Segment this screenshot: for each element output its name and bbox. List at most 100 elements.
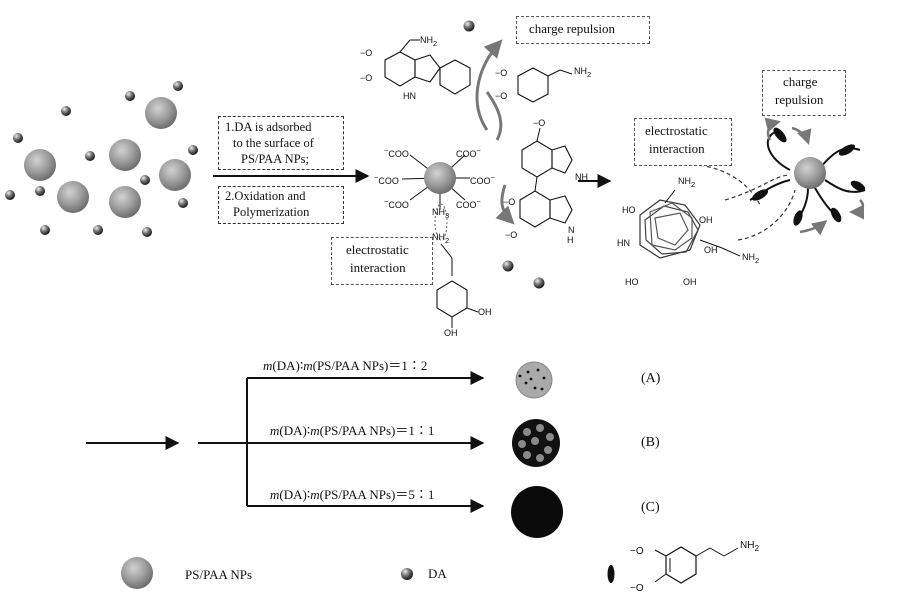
nh2-label: NH2 bbox=[574, 66, 592, 79]
nh2-label: NH2 bbox=[432, 232, 450, 245]
step1-line-1: 1.DA is adsorbed bbox=[225, 120, 312, 134]
coo-label: COO− bbox=[470, 173, 495, 186]
tag-c: (C) bbox=[641, 500, 660, 515]
nh-label: NH bbox=[575, 172, 588, 182]
tag-b: (B) bbox=[641, 435, 660, 450]
da-molecule bbox=[533, 277, 545, 289]
repulsion-arrow-up bbox=[475, 39, 503, 131]
coo-label: COO− bbox=[456, 146, 481, 159]
indole-dimer-structure bbox=[519, 127, 573, 228]
hn-label: HN bbox=[617, 238, 630, 248]
product-c bbox=[511, 486, 563, 538]
da-molecule bbox=[188, 145, 198, 155]
nh2-label: NH2 bbox=[678, 176, 696, 189]
ho-label: HO bbox=[625, 277, 639, 287]
interaction-line bbox=[737, 189, 796, 241]
da-molecule bbox=[35, 186, 45, 196]
o-minus-label: −O bbox=[360, 73, 373, 83]
legend-o-minus: −O bbox=[630, 546, 644, 557]
ps-paa-np bbox=[57, 181, 89, 213]
charge-repulsion-right-line-1: charge bbox=[783, 74, 818, 89]
ps-paa-np-coated bbox=[794, 157, 826, 189]
step1-box: 1.DA is adsorbed to the surface of PS/PA… bbox=[218, 116, 344, 170]
legend-np-icon bbox=[121, 557, 153, 589]
interaction-line bbox=[724, 174, 791, 201]
ps-paa-np bbox=[159, 159, 191, 191]
coo-label: −COO bbox=[384, 146, 409, 159]
repulsion-arrow-curve bbox=[485, 91, 503, 141]
charge-repulsion-box-top: charge repulsion bbox=[516, 16, 650, 44]
electrostatic-left-line-2: interaction bbox=[350, 260, 406, 275]
tag-a: (A) bbox=[641, 371, 661, 386]
oh-label: OH bbox=[478, 307, 492, 317]
da-molecule bbox=[13, 133, 23, 143]
oh-label: OH bbox=[699, 215, 713, 225]
indole-structure-top bbox=[384, 39, 471, 95]
coo-label: −COO bbox=[384, 197, 409, 210]
legend-nh2: NH2 bbox=[740, 540, 760, 553]
da-molecule bbox=[463, 20, 475, 32]
catechol-structure-top-right bbox=[517, 67, 573, 103]
n-label: N bbox=[568, 225, 575, 235]
o-minus-label: −O bbox=[360, 48, 373, 58]
product-a bbox=[515, 361, 553, 399]
oh-label: OH bbox=[704, 245, 718, 255]
ps-paa-np bbox=[109, 186, 141, 218]
ps-paa-np bbox=[145, 97, 177, 129]
oh-label: OH bbox=[444, 328, 458, 338]
charge-repulsion-right-line-2: repulsion bbox=[775, 92, 824, 107]
da-molecule bbox=[502, 260, 514, 272]
o-minus-label: −O bbox=[495, 91, 508, 101]
benzene-ring bbox=[436, 280, 468, 318]
da-molecule bbox=[93, 225, 103, 235]
electrostatic-ellipse bbox=[434, 203, 448, 241]
electrostatic-box-right: electrostatic interaction bbox=[634, 118, 732, 166]
nh2-label: NH2 bbox=[742, 252, 760, 265]
oh-label: OH bbox=[683, 277, 697, 287]
hn-label: HN bbox=[403, 91, 416, 101]
ps-paa-np-center bbox=[424, 162, 456, 194]
da-molecule bbox=[142, 227, 152, 237]
ratio-label-a: m(DA)∶m(PS/PAA NPs)＝1∶2 bbox=[263, 358, 428, 373]
nh3-label: NH3 bbox=[432, 207, 450, 220]
electrostatic-box-left: electrostatic interaction bbox=[331, 237, 433, 285]
np-with-pda-chains bbox=[749, 117, 866, 236]
charge-repulsion-text-top: charge repulsion bbox=[529, 21, 616, 36]
legend-dopamine-structure bbox=[654, 546, 739, 584]
o-minus-label: −O bbox=[505, 230, 518, 240]
coo-label: COO− bbox=[456, 197, 481, 210]
legend-pda-icon bbox=[607, 565, 615, 583]
step1-line-2: to the surface of bbox=[233, 136, 314, 150]
legend-da-label: DA bbox=[428, 566, 447, 581]
electrostatic-right-line-1: electrostatic bbox=[645, 123, 708, 138]
charge-repulsion-box-right: charge repulsion bbox=[762, 70, 846, 116]
da-molecule bbox=[40, 225, 50, 235]
ho-label: HO bbox=[622, 205, 636, 215]
step1-line-3: PS/PAA NPs; bbox=[241, 152, 309, 166]
rotation-arrow bbox=[495, 184, 515, 225]
np-with-carboxylates bbox=[401, 154, 479, 328]
step2-box: 2.Oxidation and Polymerization bbox=[218, 186, 344, 224]
o-minus-label: −O bbox=[503, 197, 516, 207]
da-molecule bbox=[178, 198, 188, 208]
o-minus-label: −O bbox=[533, 118, 546, 128]
electrostatic-left-line-1: electrostatic bbox=[346, 242, 409, 257]
da-molecule bbox=[85, 151, 95, 161]
step2-line-1: 2.Oxidation and bbox=[225, 189, 306, 203]
ps-paa-np bbox=[109, 139, 141, 171]
legend-nps-label: PS/PAA NPs bbox=[185, 567, 253, 582]
coo-label: −COO bbox=[374, 173, 399, 186]
ratio-label-b: m(DA)∶m(PS/PAA NPs)＝1∶1 bbox=[270, 423, 435, 438]
da-molecule bbox=[173, 81, 183, 91]
step2-line-2: Polymerization bbox=[233, 205, 310, 219]
da-molecule bbox=[61, 106, 71, 116]
legend-da-icon bbox=[401, 568, 413, 580]
nh2-label: NH2 bbox=[420, 35, 438, 48]
legend-o-minus: −O bbox=[630, 583, 644, 594]
h-label: H bbox=[567, 235, 574, 245]
pda-aggregate bbox=[639, 189, 741, 259]
o-minus-label: −O bbox=[495, 68, 508, 78]
da-molecule bbox=[125, 91, 135, 101]
product-b bbox=[512, 419, 560, 467]
